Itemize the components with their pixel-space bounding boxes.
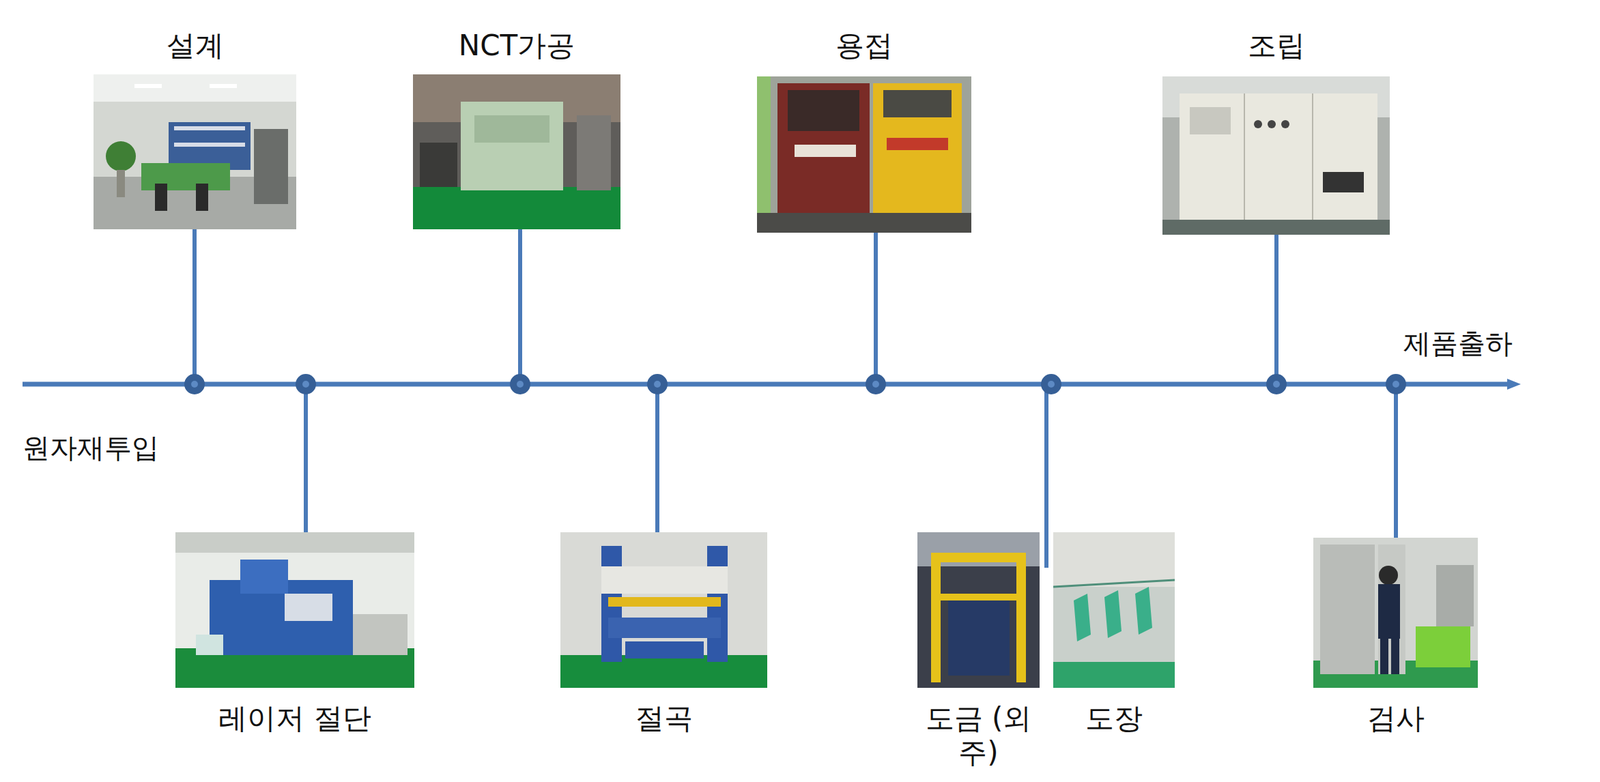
step-label: 검사 [1367, 701, 1425, 736]
step-label: 도금 (외주) [920, 701, 1037, 771]
laser-photo [175, 532, 415, 689]
timeline-dots [184, 374, 1407, 395]
process-photo-box: 레이저 절단 [175, 532, 415, 689]
step-label: NCT가공 [458, 28, 575, 63]
arrow-head [1507, 378, 1521, 390]
step-label: 조립 [1247, 28, 1306, 63]
step-label: 설계 [166, 28, 224, 63]
step-label: 절곡 [635, 701, 693, 736]
step-label: 용접 [835, 28, 893, 63]
timeline-axis [22, 382, 1510, 388]
nct-photo [412, 74, 621, 230]
process-photo-box: 조립 [1162, 76, 1390, 235]
process-photo-box: 도금 (외주) [917, 532, 1040, 689]
process-photo-box: NCT가공 [412, 74, 621, 230]
stems [194, 229, 1396, 568]
assembly-photo [1162, 76, 1390, 235]
flow-end-label: 제품출하 [1403, 326, 1513, 360]
process-photo-box: 검사 [1313, 537, 1478, 689]
step-label: 도장 [1085, 701, 1143, 736]
office-photo [93, 74, 297, 230]
flow-end-label: 원자재투입 [22, 431, 160, 465]
step-label: 레이저 절단 [218, 701, 371, 736]
process-photo-box: 용접 [756, 76, 972, 233]
bending-photo [560, 532, 768, 689]
painting-photo [1053, 532, 1175, 689]
process-photo-box: 절곡 [560, 532, 768, 689]
plating-photo [917, 532, 1040, 689]
process-photo-box: 설계 [93, 74, 297, 230]
inspection-photo [1313, 537, 1478, 689]
welding-photo [756, 76, 972, 233]
process-photo-box: 도장 [1053, 532, 1175, 689]
